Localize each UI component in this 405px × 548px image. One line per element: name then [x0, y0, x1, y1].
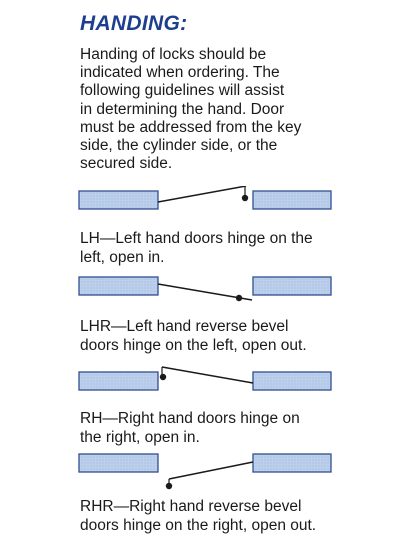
- handing-diagram-lhr: [0, 272, 405, 312]
- wall-left: [78, 371, 159, 391]
- wall-left: [78, 190, 159, 210]
- wall-right: [252, 190, 332, 210]
- door-swing-line: [168, 461, 254, 480]
- hinge-dot: [235, 294, 243, 302]
- wall-left: [78, 453, 159, 473]
- handing-diagram-rh: [0, 362, 405, 402]
- caption-rhr: RHR—Right hand reverse bevel doors hinge…: [80, 498, 317, 534]
- door-swing-line: [161, 366, 254, 384]
- door-swing-line: [157, 186, 247, 203]
- handing-diagram-lh: [0, 186, 405, 226]
- wall-right: [252, 276, 332, 296]
- wall-left: [78, 276, 159, 296]
- intro-text: Handing of locks should be indicated whe…: [80, 46, 302, 173]
- page-title: HANDING:: [80, 12, 188, 35]
- wall-right: [252, 371, 332, 391]
- wall-right: [252, 453, 332, 473]
- caption-lhr: LHR—Left hand reverse bevel doors hinge …: [80, 318, 307, 354]
- handing-diagram-rhr: [0, 450, 405, 490]
- caption-lh: LH—Left hand doors hinge on the left, op…: [80, 230, 313, 266]
- caption-rh: RH—Right hand doors hinge on the right, …: [80, 410, 300, 446]
- hinge-dot: [159, 373, 167, 381]
